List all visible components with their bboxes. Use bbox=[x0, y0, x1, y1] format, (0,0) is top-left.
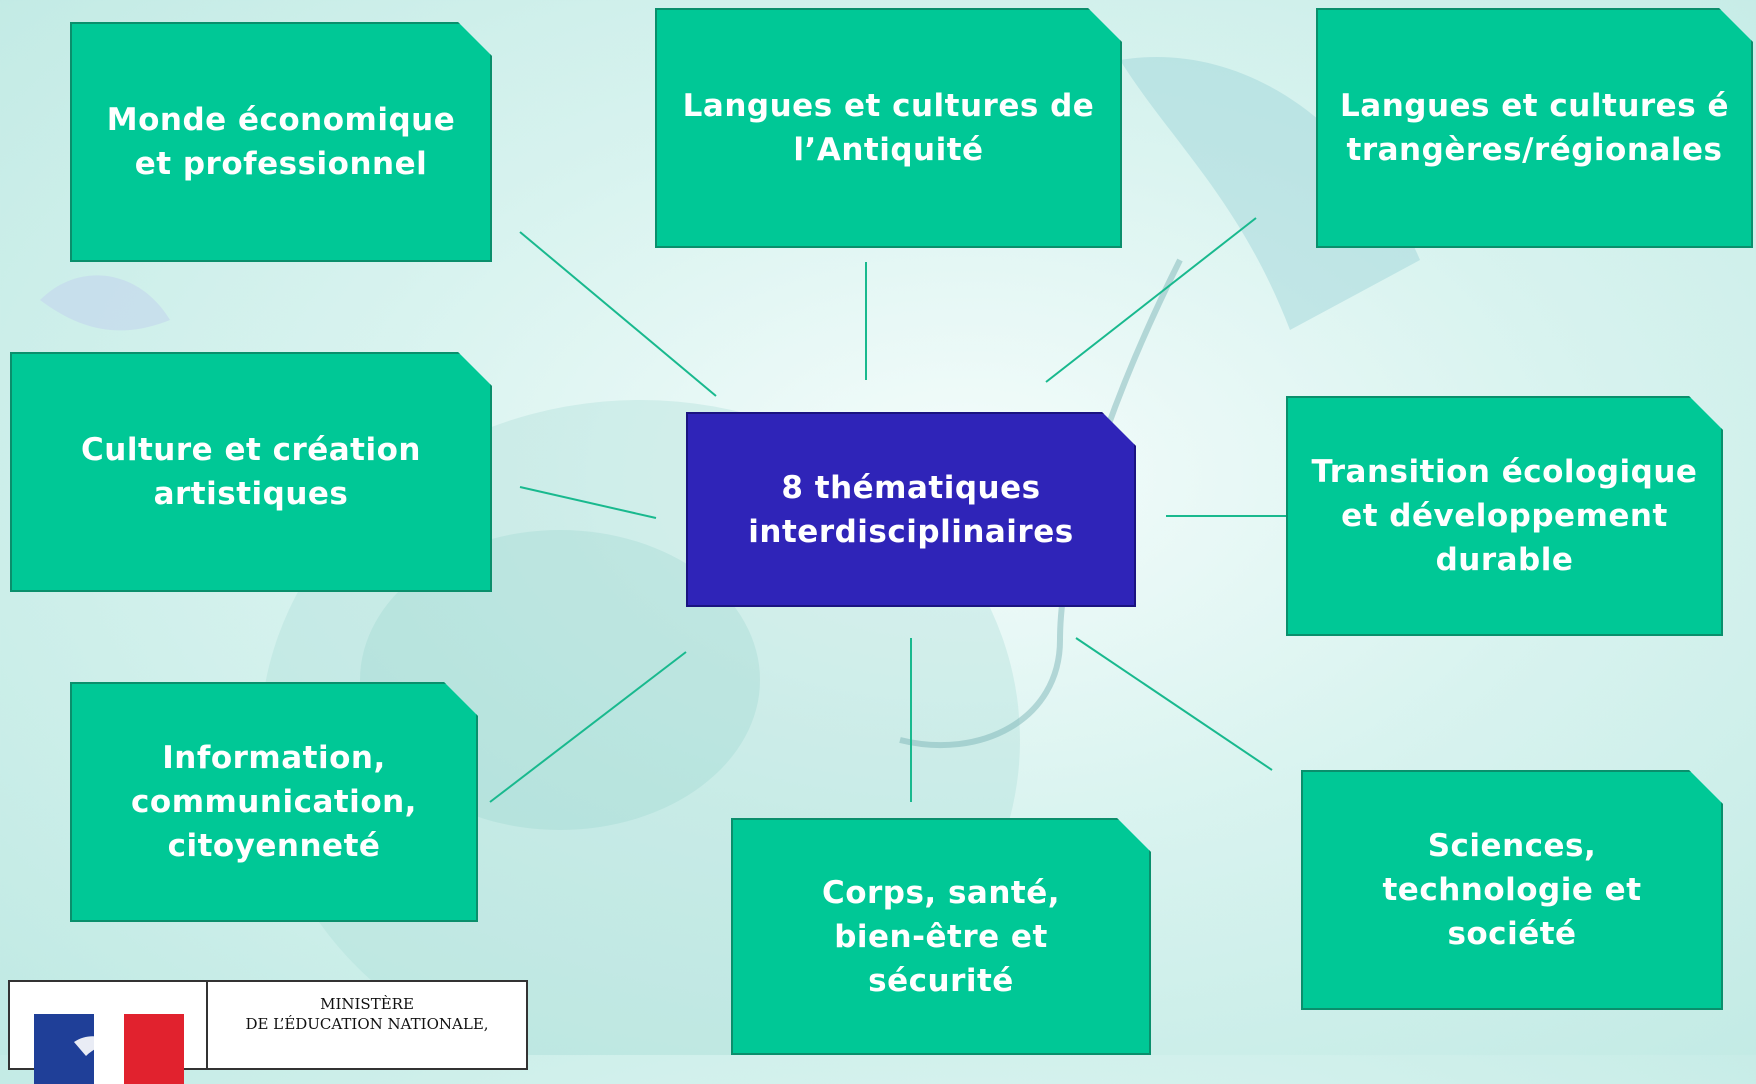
theme-langues-etrangeres: Langues et cultures étrangères/régionale… bbox=[1316, 8, 1753, 248]
theme-culture-creation: Culture et création artistiques bbox=[10, 352, 492, 592]
theme-label: Sciences, technologie et société bbox=[1382, 828, 1642, 952]
theme-corps-sante: Corps, santé, bien-être et sécurité bbox=[731, 818, 1151, 1055]
center-label: 8 thématiques interdisciplinaires bbox=[748, 469, 1074, 550]
connector-lines bbox=[489, 217, 1286, 803]
connector-line bbox=[1045, 217, 1257, 383]
theme-sciences-technologie: Sciences, technologie et société bbox=[1301, 770, 1723, 1010]
connector-line bbox=[489, 651, 687, 803]
theme-label: Culture et création artistiques bbox=[81, 432, 421, 512]
center-node: 8 thématiques interdisciplinaires bbox=[686, 412, 1136, 607]
theme-label: Information, communication, citoyenneté bbox=[131, 740, 417, 864]
theme-label: Langues et cultures de l’Antiquité bbox=[682, 88, 1095, 168]
connector-line bbox=[519, 486, 657, 519]
ministry-line-2: DE L’ÉDUCATION NATIONALE, bbox=[245, 1015, 489, 1033]
theme-label: Langues et cultures étrangères/régionale… bbox=[1340, 88, 1729, 168]
theme-label: Transition écologique et développement d… bbox=[1311, 454, 1698, 578]
ministry-line-1: MINISTÈRE bbox=[320, 995, 414, 1013]
connector-line bbox=[519, 231, 717, 397]
theme-langues-antiquite: Langues et cultures de l’Antiquité bbox=[655, 8, 1122, 248]
marianne-flag-icon bbox=[34, 1014, 184, 1084]
ministry-name: MINISTÈRE DE L’ÉDUCATION NATIONALE, bbox=[208, 994, 526, 1034]
theme-transition-ecologique: Transition écologique et développement d… bbox=[1286, 396, 1723, 636]
connector-line bbox=[1075, 637, 1273, 771]
logo-divider bbox=[206, 982, 208, 1068]
theme-information-communication: Information, communication, citoyenneté bbox=[70, 682, 478, 922]
theme-label: Monde économique et professionnel bbox=[106, 102, 456, 182]
theme-label: Corps, santé, bien-être et sécurité bbox=[821, 874, 1061, 999]
theme-monde-economique: Monde économique et professionnel bbox=[70, 22, 492, 262]
ministry-logo: MINISTÈRE DE L’ÉDUCATION NATIONALE, bbox=[8, 980, 528, 1084]
